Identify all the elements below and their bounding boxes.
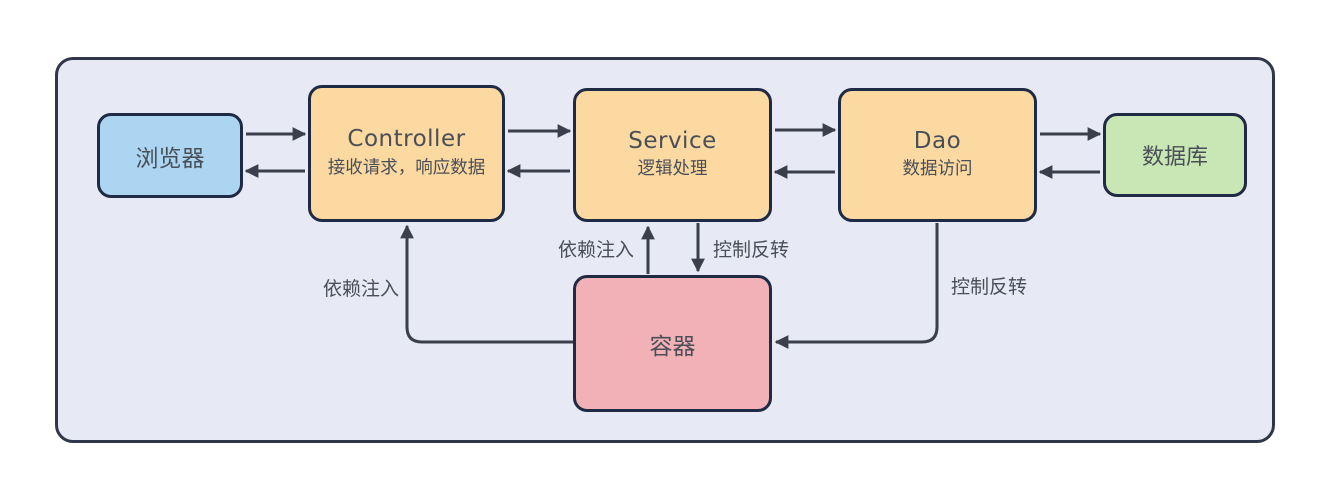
node-service: Service 逻辑处理 bbox=[573, 88, 772, 222]
node-container: 容器 bbox=[573, 275, 772, 412]
node-browser: 浏览器 bbox=[97, 113, 243, 198]
node-dao-title: Dao bbox=[913, 127, 962, 154]
edge-label-dependency-injection-service: 依赖注入 bbox=[557, 239, 634, 261]
node-dao-subtitle: 数据访问 bbox=[902, 159, 973, 180]
edge-label-dependency-injection-controller: 依赖注入 bbox=[322, 278, 399, 300]
node-container-label: 容器 bbox=[649, 333, 696, 360]
node-controller: Controller 接收请求，响应数据 bbox=[308, 85, 505, 222]
node-dao: Dao 数据访问 bbox=[838, 88, 1037, 222]
node-service-subtitle: 逻辑处理 bbox=[637, 159, 708, 180]
node-controller-subtitle: 接收请求，响应数据 bbox=[327, 157, 486, 178]
edge-label-inversion-of-control-dao: 控制反转 bbox=[950, 276, 1027, 298]
node-controller-title: Controller bbox=[347, 126, 466, 153]
edge-label-inversion-of-control-service: 控制反转 bbox=[712, 239, 789, 261]
node-browser-label: 浏览器 bbox=[135, 145, 205, 172]
node-service-title: Service bbox=[628, 127, 717, 154]
node-database-label: 数据库 bbox=[1141, 145, 1208, 170]
node-database: 数据库 bbox=[1103, 113, 1247, 197]
